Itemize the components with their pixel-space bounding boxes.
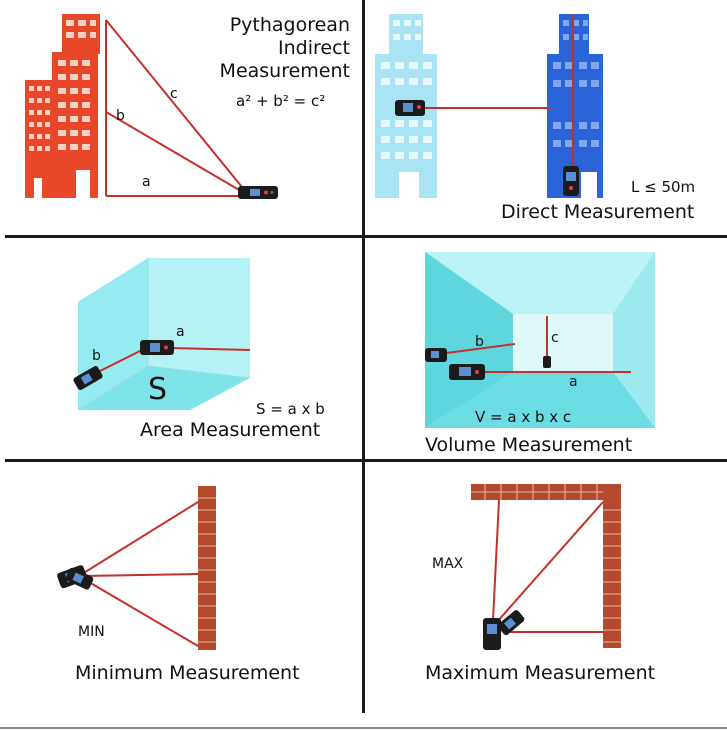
pythagorean-side-c-label: c [170,86,178,102]
light-blue-building [375,14,437,198]
minimum-illustration [57,486,216,650]
rangefinder-device-left [73,366,103,390]
direct-title: Direct Measurement [501,201,695,223]
brick-wall-top [471,484,621,500]
area-side-b-label: b [92,348,101,364]
vertical-divider [362,0,365,713]
volume-formula: V = a x b x c [475,408,572,426]
pythagorean-side-b-label: b [116,108,125,124]
maximum-illustration [471,484,621,650]
rangefinder-device-bottom [449,364,485,380]
minimum-panel: MIN Minimum Measurement [0,462,362,710]
volume-illustration [425,252,655,428]
direct-laser-lines [419,14,574,170]
volume-laser-lines [438,316,631,373]
pythagorean-laser-lines [105,19,247,197]
volume-room [425,252,655,428]
rangefinder-devices [483,610,525,650]
pythagorean-title-line3: Measurement [219,60,350,82]
pythagorean-side-a-label: a [142,174,151,190]
pythagorean-illustration [25,14,278,199]
brick-wall [198,486,216,650]
minimum-mode-label: MIN [78,624,105,640]
red-building-small [25,80,55,198]
maximum-laser-lines [492,499,604,633]
volume-title: Volume Measurement [425,434,633,456]
rangefinder-device-vertical [563,166,579,196]
rangefinder-device-small [543,356,551,368]
area-panel: S a b S = a x b Area Measurement [0,238,362,459]
pythagorean-title-line2: Indirect [278,37,350,59]
area-symbol: S [148,372,168,407]
area-title: Area Measurement [140,419,321,441]
maximum-panel: MAX Maximum Measurement [365,462,727,710]
rangefinder-devices [57,565,94,590]
volume-side-b-label: b [475,334,484,350]
maximum-title: Maximum Measurement [425,662,656,684]
rangefinder-device-left [425,348,447,362]
volume-side-c-label: c [551,330,559,346]
red-building-tall [34,14,100,198]
direct-panel: L ≤ 50m Direct Measurement [365,0,727,235]
pythagorean-title-line1: Pythagorean [229,14,350,36]
brick-wall-right [603,484,621,648]
direct-range-label: L ≤ 50m [631,178,696,196]
horizontal-divider-middle [5,459,727,462]
area-side-a-label: a [176,324,185,340]
area-illustration [73,258,251,411]
rangefinder-device-center [140,340,174,355]
maximum-mode-label: MAX [432,556,464,572]
rangefinder-device [238,186,278,199]
rangefinder-device-horizontal [395,100,425,116]
pythagorean-panel: Pythagorean Indirect Measurement a² + b²… [0,0,362,235]
horizontal-divider-bottom [0,727,727,729]
minimum-laser-lines [81,501,199,647]
direct-illustration [375,14,603,198]
minimum-title: Minimum Measurement [75,662,300,684]
area-formula: S = a x b [256,400,325,418]
pythagorean-formula: a² + b² = c² [236,92,326,110]
volume-side-a-label: a [569,374,578,390]
volume-panel: a b c V = a x b x c Volume Measurement [365,238,727,459]
area-box [77,258,251,411]
horizontal-divider-top [5,235,727,238]
